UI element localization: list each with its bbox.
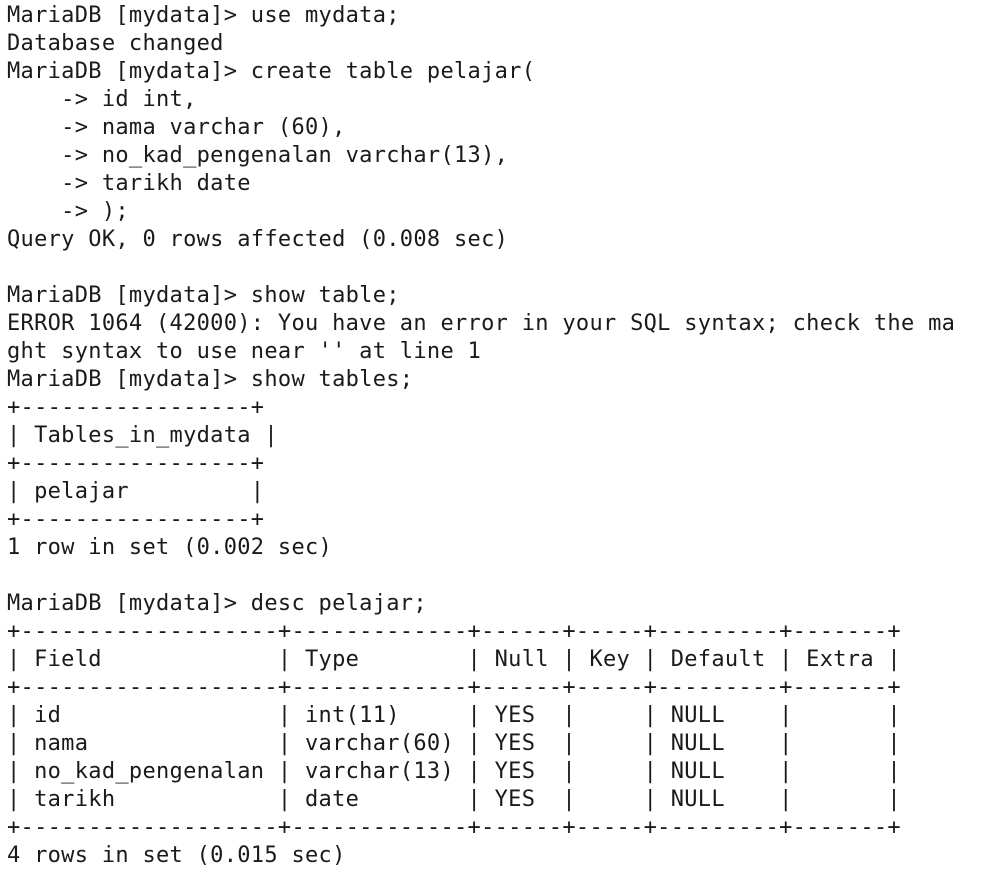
- terminal-line-prompt-show-tables: MariaDB [mydata]> show tables;: [7, 367, 414, 392]
- table-border: +-----------------+: [7, 451, 265, 476]
- terminal-line-prompt-desc: MariaDB [mydata]> desc pelajar;: [7, 591, 427, 616]
- table-row: | id | int(11) | YES | | NULL | |: [7, 703, 901, 728]
- terminal-line-prompt-create: MariaDB [mydata]> create table pelajar(: [7, 59, 536, 84]
- terminal-line-continuation: -> tarikh date: [7, 171, 251, 196]
- table-border: +-----------------+: [7, 507, 265, 532]
- table-row: | nama | varchar(60) | YES | | NULL | |: [7, 731, 901, 756]
- terminal-line-blank: [7, 254, 955, 282]
- table-border: +-------------------+-------------+-----…: [7, 815, 901, 840]
- terminal-line-output: 4 rows in set (0.015 sec): [7, 843, 346, 868]
- table-border: +-------------------+-------------+-----…: [7, 675, 901, 700]
- table-row: | no_kad_pengenalan | varchar(13) | YES …: [7, 759, 901, 784]
- terminal-line-prompt-use: MariaDB [mydata]> use mydata;: [7, 3, 400, 28]
- terminal-line-blank: [7, 562, 955, 590]
- table-header-row: | Tables_in_mydata |: [7, 423, 278, 448]
- table-header-row: | Field | Type | Null | Key | Default | …: [7, 647, 901, 672]
- table-border: +-------------------+-------------+-----…: [7, 619, 901, 644]
- table-row: | tarikh | date | YES | | NULL | |: [7, 787, 901, 812]
- terminal-line-error: ERROR 1064 (42000): You have an error in…: [7, 311, 956, 336]
- terminal-line-output: Database changed: [7, 31, 224, 56]
- terminal-line-continuation: -> no_kad_pengenalan varchar(13),: [7, 143, 509, 168]
- terminal-line-prompt-show-table: MariaDB [mydata]> show table;: [7, 283, 400, 308]
- terminal-line-output: Query OK, 0 rows affected (0.008 sec): [7, 227, 509, 252]
- terminal-line-continuation: -> );: [7, 199, 129, 224]
- terminal-line-continuation: -> id int,: [7, 87, 197, 112]
- terminal-output: MariaDB [mydata]> use mydata; Database c…: [7, 2, 955, 870]
- terminal-line-error: ght syntax to use near '' at line 1: [7, 339, 482, 364]
- terminal-line-continuation: -> nama varchar (60),: [7, 115, 346, 140]
- table-row: | pelajar |: [7, 479, 265, 504]
- table-border: +-----------------+: [7, 395, 265, 420]
- terminal-line-output: 1 row in set (0.002 sec): [7, 535, 333, 560]
